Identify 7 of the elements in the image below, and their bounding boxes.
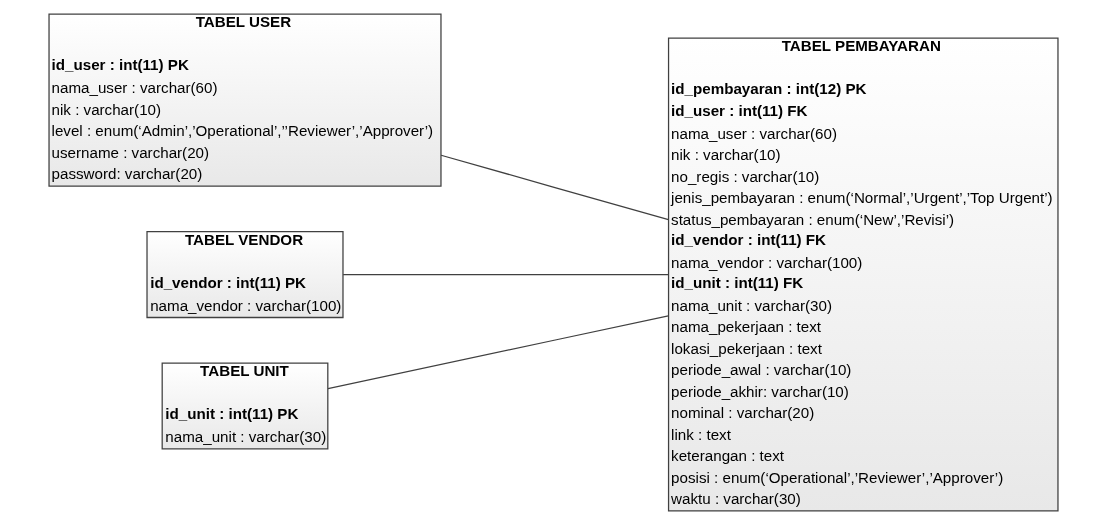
connector [327, 314, 669, 389]
node-box: TABEL VENDOR id_vendor : int(11) PK nama_vendor : varchar(100) [146, 230, 344, 318]
connector [342, 273, 670, 275]
connector [440, 154, 670, 220]
node-box: TABEL USER id_user : int(11) PK nama_user : varchar(60) nik : varchar(10) level : enum(‘Admin’,’Operational’,’’Reviewer’,’Approver’) username : varchar(20) password: varchar(20) [48, 12, 442, 187]
node-box: TABEL PEMBAYARAN id_pembayaran : int(12) PK id_user : int(11) FK nama_user : varchar(60) nik : varchar(10) no_regis : varchar(10) jenis_pembayaran : enum(‘Normal’,’Urgent’,’Top Urgent’) status_pembayaran : enum(‘New’,’Revisi’) id_vendor : int(11) FK nama_vendor : varchar(100) id_unit : int(11) FK nama_unit : varchar(30) nama_pekerjaan : text lokasi_pekerjaan : text periode_awal : varchar(10) periode_akhir: varchar(10) nominal : varchar(20) link : text keterangan : text posisi : enum(‘Operational’,’Reviewer’,’Approver’) waktu : varchar(30) [667, 36, 1059, 512]
node-box: TABEL UNIT id_unit : int(11) PK nama_unit : varchar(30) [161, 361, 329, 450]
